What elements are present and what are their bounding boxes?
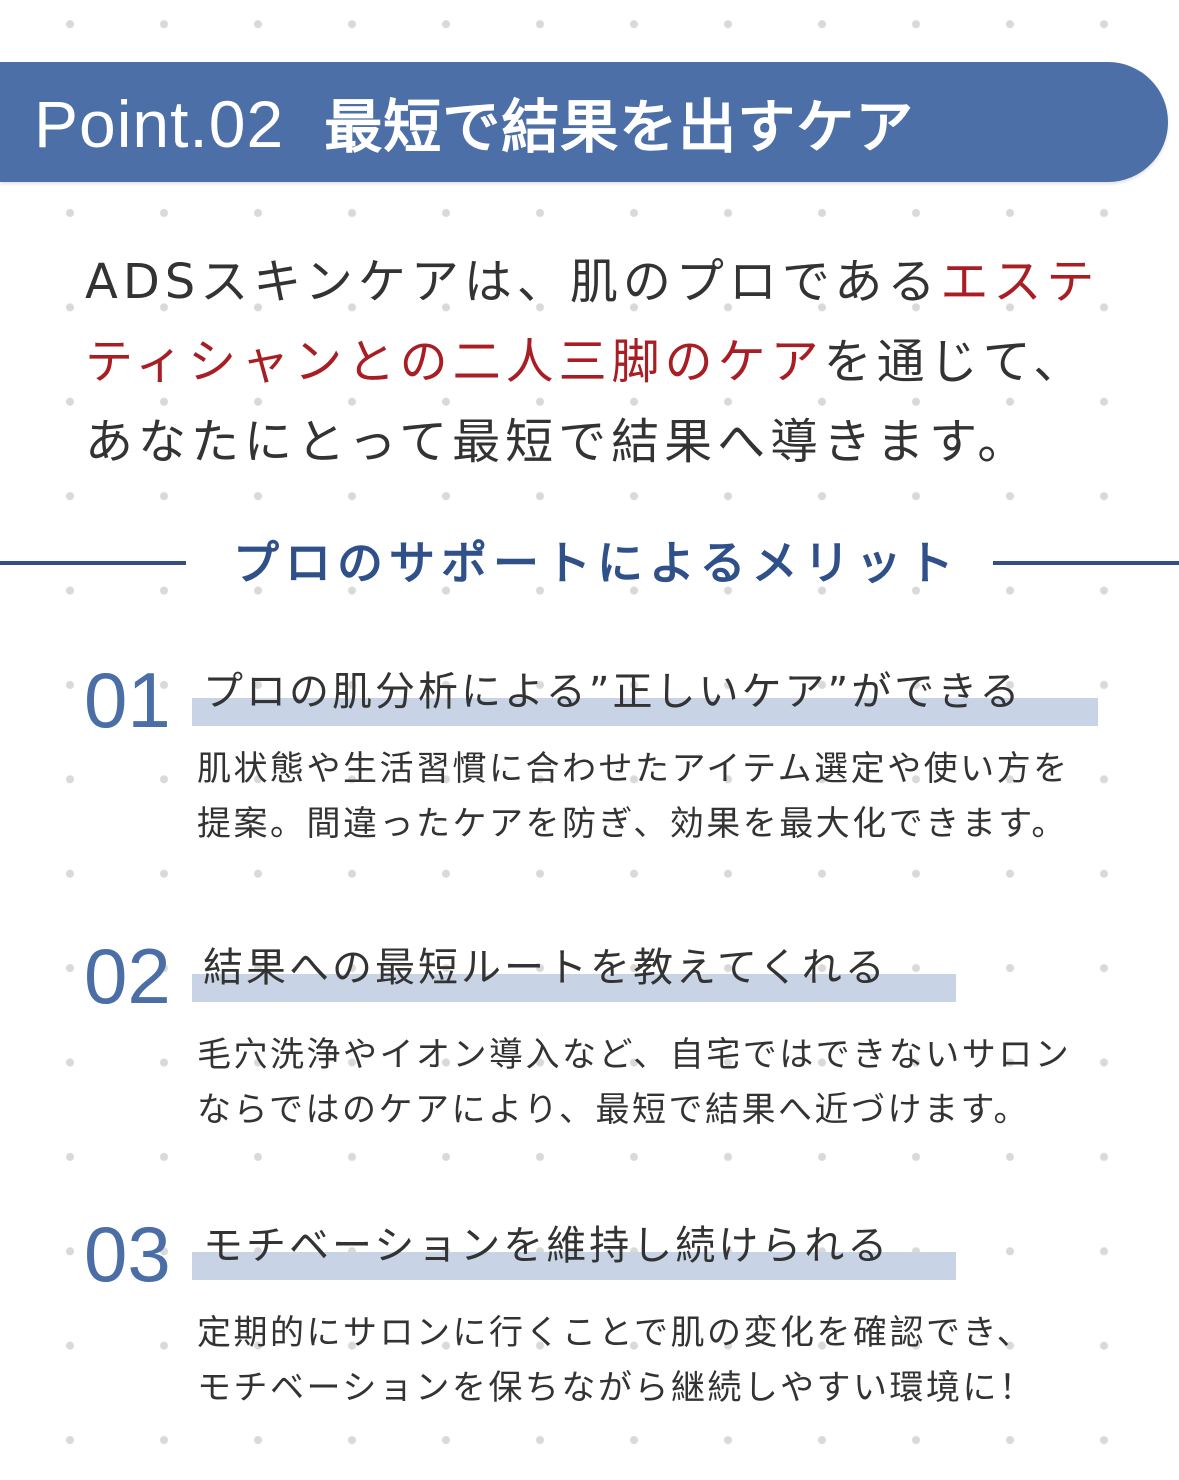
banner-title: Point.02 最短で結果を出すケア [0, 80, 914, 164]
merit-body: 肌状態や生活習慣に合わせたアイテム選定や使い方を 提案。間違ったケアを防ぎ、効果… [197, 742, 1070, 852]
merit-heading: 結果への最短ルートを教えてくれる [203, 945, 888, 991]
heading-highlight-bar [192, 1252, 956, 1280]
intro-highlight: ティシャンとの二人三脚のケア [85, 334, 824, 390]
point-banner: Point.02 最短で結果を出すケア [0, 62, 1168, 182]
intro-text: を通じて、 [823, 334, 1087, 390]
merit-body-line: 毛穴洗浄やイオン導入など、自宅ではできないサロン [197, 1035, 1072, 1075]
section-heading: プロのサポートによるメリット [0, 530, 1179, 596]
merit-body-line: 定期的にサロンに行くことで肌の変化を確認でき、 [197, 1313, 1034, 1353]
intro-text: あなたにとって最短で結果へ導きます。 [85, 414, 1031, 470]
merit-body-line: 提案。間違ったケアを防ぎ、効果を最大化できます。 [197, 804, 1068, 844]
intro-line-2: ティシャンとの二人三脚のケアを通じて、 [85, 322, 1125, 402]
divider-line-left [0, 561, 186, 565]
merit-number: 02 [84, 932, 171, 1020]
merit-body: 毛穴洗浄やイオン導入など、自宅ではできないサロン ならではのケアにより、最短で結… [197, 1028, 1071, 1138]
section-title: プロのサポートによるメリット [233, 536, 960, 590]
intro-text: ADSスキンケアは、肌のプロである [85, 254, 941, 310]
heading-highlight-bar [192, 698, 1098, 726]
point-title: 最短で結果を出すケア [324, 93, 915, 161]
merit-heading: モチベーションを維持し続けられる [203, 1223, 891, 1269]
merit-number: 03 [84, 1210, 171, 1298]
intro-line-1: ADSスキンケアは、肌のプロであるエステ [85, 242, 1125, 322]
point-label: Point.02 [34, 87, 285, 161]
heading-highlight-bar [192, 974, 956, 1002]
merit-body-line: ならではのケアにより、最短で結果へ近づけます。 [197, 1090, 1031, 1130]
intro-paragraph: ADSスキンケアは、肌のプロであるエステ ティシャンとの二人三脚のケアを通じて、… [85, 242, 1125, 482]
merit-heading: プロの肌分析による”正しいケア”ができる [203, 669, 1023, 715]
intro-highlight: エステ [940, 254, 1100, 310]
merit-body-line: 肌状態や生活習慣に合わせたアイテム選定や使い方を [197, 749, 1070, 789]
intro-line-3: あなたにとって最短で結果へ導きます。 [85, 402, 1125, 482]
divider-line-right [993, 561, 1179, 565]
merit-number: 01 [84, 656, 171, 744]
merit-body: 定期的にサロンに行くことで肌の変化を確認でき、 モチベーションを保ちながら継続し… [197, 1306, 1035, 1416]
merit-body-line: モチベーションを保ちながら継続しやすい環境に！ [197, 1368, 1036, 1408]
